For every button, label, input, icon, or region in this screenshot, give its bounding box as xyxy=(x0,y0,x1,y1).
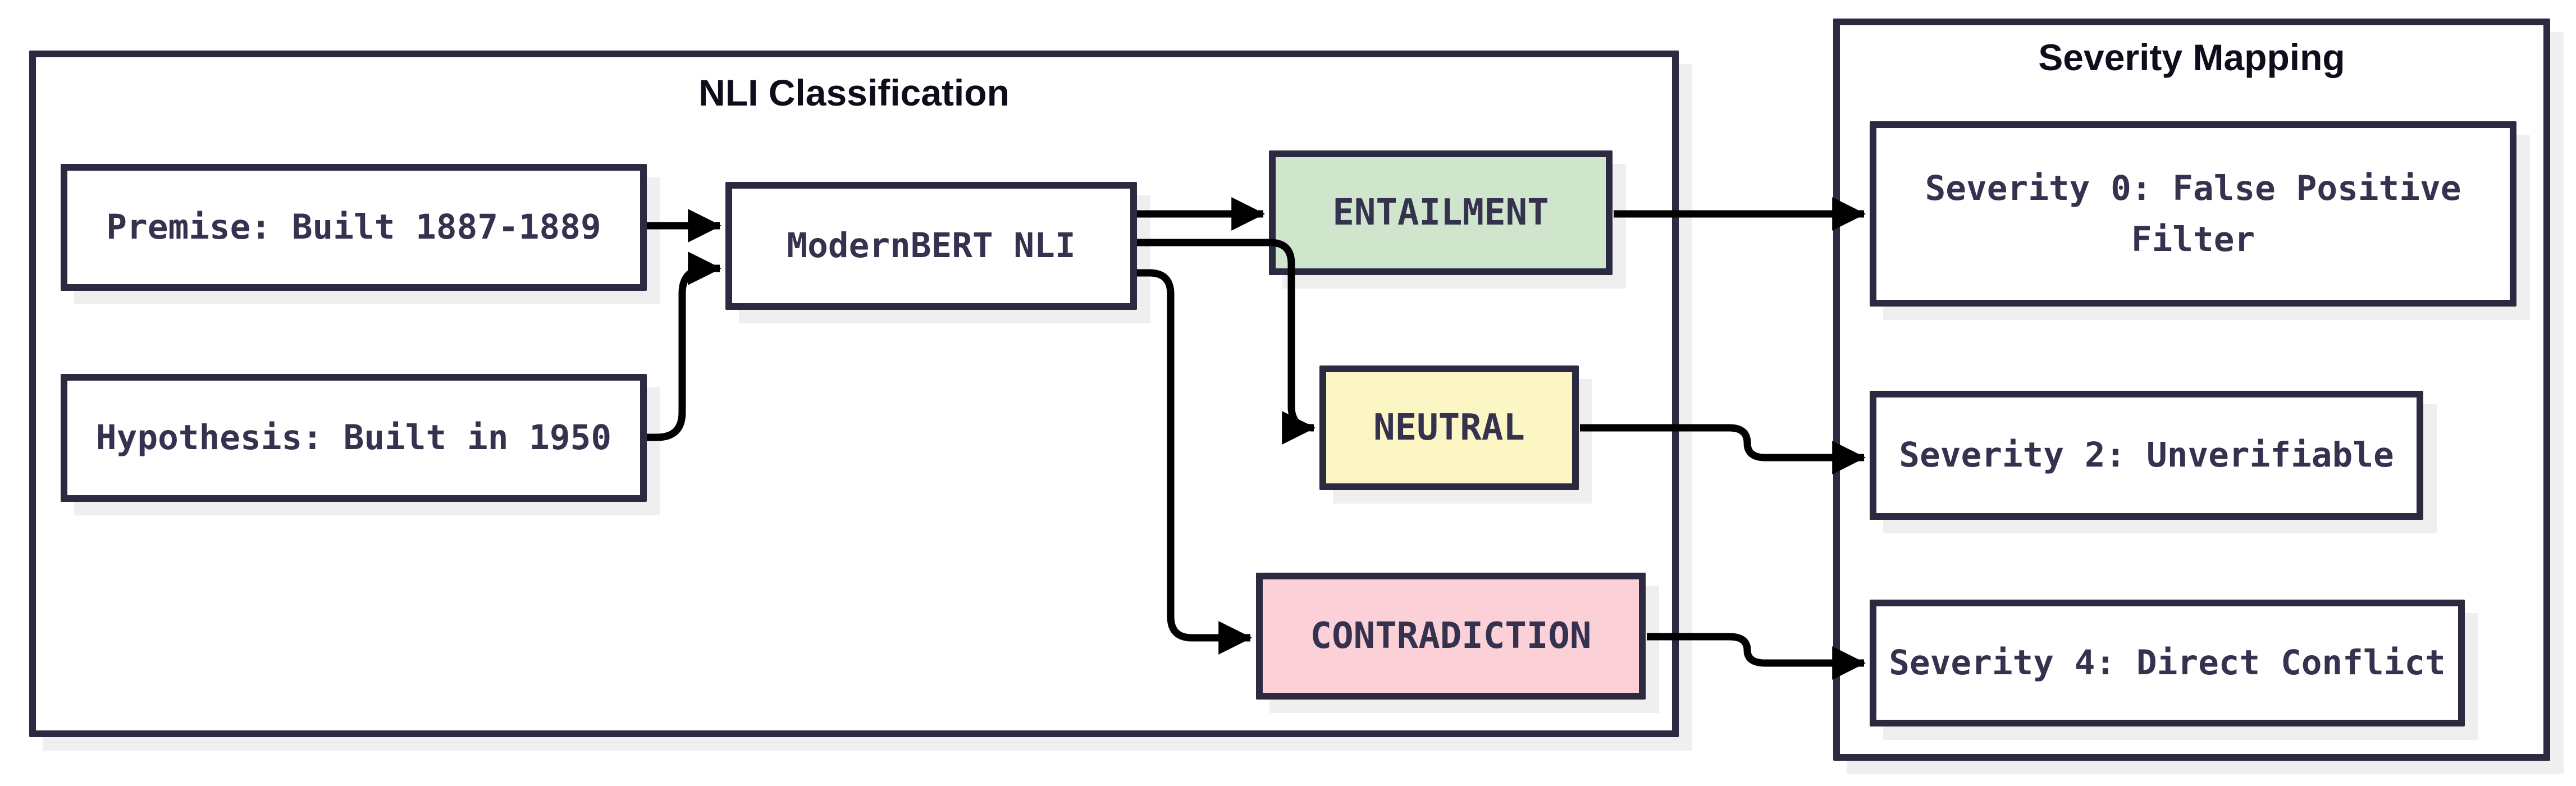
node-severity-2-label: Severity 2: Unverifiable xyxy=(1899,435,2394,476)
node-neutral: NEUTRAL xyxy=(1319,365,1579,490)
node-premise-label: Premise: Built 1887-1889 xyxy=(106,207,601,248)
node-severity-4-label: Severity 4: Direct Conflict xyxy=(1889,643,2446,683)
panel-severity-mapping-title: Severity Mapping xyxy=(2038,36,2345,78)
node-entailment-label: ENTAILMENT xyxy=(1332,192,1549,234)
node-contradiction: CONTRADICTION xyxy=(1256,573,1646,700)
node-modernbert-nli-label: ModernBERT NLI xyxy=(787,226,1076,266)
node-premise: Premise: Built 1887-1889 xyxy=(61,164,647,291)
node-hypothesis-label: Hypothesis: Built in 1950 xyxy=(95,418,612,458)
node-neutral-label: NEUTRAL xyxy=(1373,407,1525,449)
node-severity-0: Severity 0: False Positive Filter xyxy=(1870,121,2516,307)
node-entailment: ENTAILMENT xyxy=(1269,150,1613,275)
edge-contradiction-to-severity4 xyxy=(1647,633,1866,680)
node-severity-2: Severity 2: Unverifiable xyxy=(1870,391,2423,520)
node-severity-4: Severity 4: Direct Conflict xyxy=(1870,600,2465,726)
panel-nli-classification-title: NLI Classification xyxy=(698,72,1010,113)
node-modernbert-nli: ModernBERT NLI xyxy=(725,182,1137,310)
node-hypothesis: Hypothesis: Built in 1950 xyxy=(61,374,647,502)
node-severity-0-label: Severity 0: False Positive Filter xyxy=(1925,168,2461,260)
node-contradiction-label: CONTRADICTION xyxy=(1310,615,1592,657)
